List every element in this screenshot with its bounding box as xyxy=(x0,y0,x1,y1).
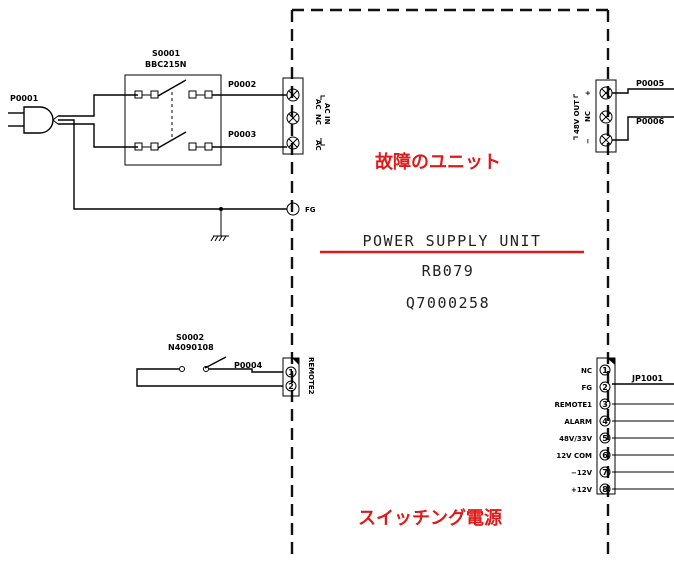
jp-pin-name: REMOTE1 xyxy=(554,401,592,409)
terminal-screw-icon xyxy=(286,88,300,102)
jp-pin-circle xyxy=(599,432,611,444)
switch-s0001 xyxy=(134,79,213,151)
terminal-screw-icon xyxy=(599,133,613,147)
jp-pin-row: +12V 8 xyxy=(571,483,674,495)
jp-pin-row: 12V COM 6 xyxy=(556,449,674,461)
jp-pin-circle xyxy=(599,449,611,461)
label-p0003: P0003 xyxy=(228,130,256,139)
terminal-screw-icon xyxy=(599,110,613,124)
nc-label: NC xyxy=(314,114,322,125)
jp-pin-row: NC 1 xyxy=(581,364,611,376)
jp-pin-name: ALARM xyxy=(564,418,592,426)
label-s0001-part: BBC215N xyxy=(145,60,186,69)
jp-pin-number: 5 xyxy=(602,434,608,443)
jp-pin-circle xyxy=(599,398,611,410)
jp-pin-name: −12V xyxy=(571,469,593,477)
label-jp1001: JP1001 xyxy=(631,374,664,383)
ac-wires xyxy=(212,94,287,148)
terminal-screw-icon xyxy=(286,111,300,125)
fg-terminal-icon xyxy=(286,202,300,216)
jp-pin-circle xyxy=(599,483,611,495)
terminal-screw-icon xyxy=(599,86,613,100)
out-plus-label: + xyxy=(584,90,592,96)
remote-pin-2-num: 2 xyxy=(288,382,294,391)
jp-pin-name: 48V/33V xyxy=(559,435,592,443)
label-s0001: S0001 xyxy=(152,49,180,58)
jp-pin-number: 7 xyxy=(602,468,608,477)
jp-pin-row: REMOTE1 3 xyxy=(554,398,674,410)
remote-terminal-block xyxy=(282,357,300,397)
unit-boundary xyxy=(290,8,610,556)
jp-pin-row: 48V/33V 5 xyxy=(559,432,674,444)
faulty-unit-annotation: 故障のユニット xyxy=(375,151,501,173)
label-p0002: P0002 xyxy=(228,80,256,89)
unit-part-number: Q7000258 xyxy=(406,294,490,312)
label-p0006: P0006 xyxy=(636,117,665,126)
switch-s0002 xyxy=(136,356,283,387)
jp-pin-circle xyxy=(599,381,611,393)
jp-pin-name: NC xyxy=(581,367,592,375)
jp-pin-circle xyxy=(599,364,611,376)
jp-pin-name: 12V COM xyxy=(556,452,592,460)
ac-bottom-label: AC xyxy=(314,140,322,151)
ac-in-bracket xyxy=(320,95,325,100)
ac-in-label: AC IN xyxy=(323,103,331,125)
jp-pin-number: 2 xyxy=(602,383,608,392)
jp-pin-number: 4 xyxy=(602,417,608,426)
label-s0002: S0002 xyxy=(176,333,204,342)
plug-wires xyxy=(58,94,287,210)
switching-psu-annotation: スイッチング電源 xyxy=(358,507,502,529)
jp-pin-number: 3 xyxy=(602,400,608,409)
plug-icon xyxy=(8,106,59,134)
fg-label: FG xyxy=(305,206,316,214)
label-p0001: P0001 xyxy=(10,94,39,103)
label-p0005: P0005 xyxy=(636,79,665,88)
ac-terminal-block xyxy=(282,77,304,155)
jp-pin-name: +12V xyxy=(571,486,593,494)
out-48v-label: 48V OUT xyxy=(573,100,581,134)
jp-pin-circle xyxy=(599,466,611,478)
unit-title: POWER SUPPLY UNIT xyxy=(362,232,541,250)
out-minus-label: − xyxy=(584,138,592,144)
jp-pin-row: −12V 7 xyxy=(571,466,674,478)
unit-model: RB079 xyxy=(422,262,475,280)
ac-top-label: AC xyxy=(314,99,322,110)
label-s0002-part: N4090108 xyxy=(168,343,214,352)
out-terminal-block xyxy=(595,79,617,153)
ground-icon xyxy=(210,207,229,242)
jp-pin-number: 6 xyxy=(602,451,608,460)
remote-pin-1 xyxy=(285,366,297,378)
jp-pin-number: 1 xyxy=(602,366,608,375)
jp-pin-name: FG xyxy=(581,384,592,392)
remote2-label: REMOTE2 xyxy=(307,357,315,395)
terminal-screw-icon xyxy=(286,136,300,150)
jp-pin-row: FG 2 xyxy=(581,381,611,393)
remote-pin-2 xyxy=(285,380,297,392)
jp-pin-number: 8 xyxy=(602,485,608,494)
label-p0004: P0004 xyxy=(234,361,263,370)
jp-pin-row: ALARM 4 xyxy=(564,415,674,427)
out-nc-label: NC xyxy=(584,111,592,122)
switch-s0001-box xyxy=(124,74,222,166)
jp-pin-circle xyxy=(599,415,611,427)
output-wires xyxy=(612,88,674,141)
remote-pin-1-num: 1 xyxy=(288,368,294,377)
